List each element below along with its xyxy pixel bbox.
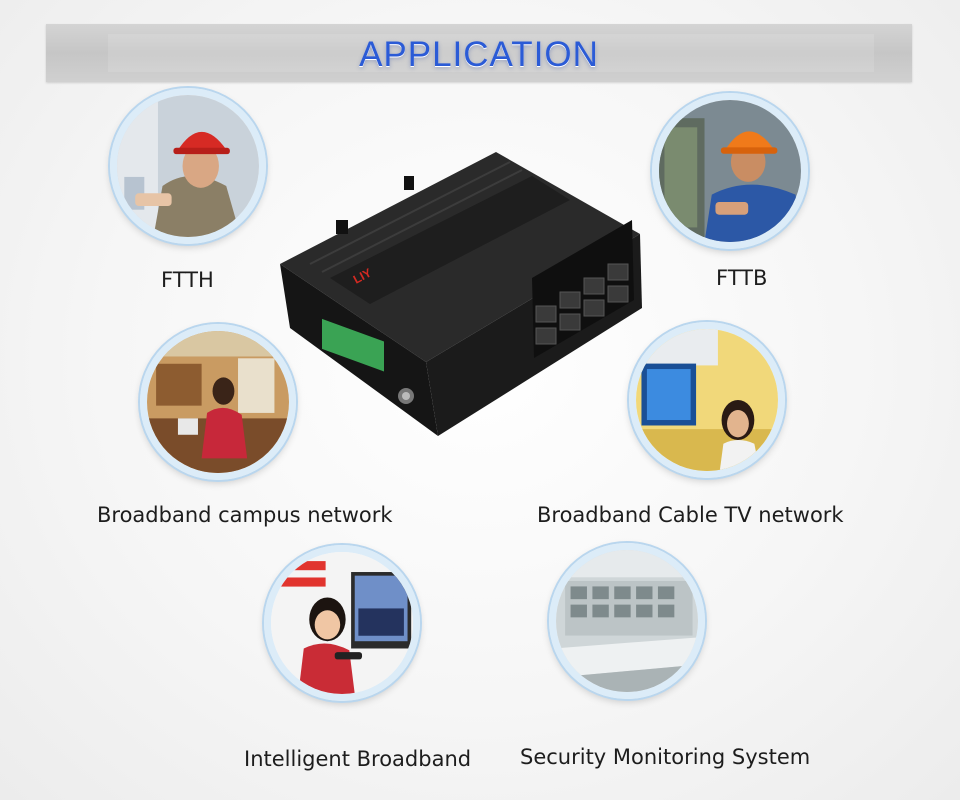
cable-tv-label: Broadband Cable TV network xyxy=(537,503,844,527)
fttb-photo xyxy=(652,93,808,249)
campus-network-photo xyxy=(140,324,296,480)
security-monitoring-photo xyxy=(549,543,705,699)
worker-hardhat-fiber-icon xyxy=(659,100,801,242)
banner-inner-panel xyxy=(108,34,874,72)
campus-network-label: Broadband campus network xyxy=(97,503,393,527)
worker-hardhat-telephone-icon xyxy=(117,95,259,237)
ftth-label: FTTH xyxy=(161,268,214,292)
control-room-monitors-icon xyxy=(556,550,698,692)
woman-remote-tv-icon xyxy=(271,552,413,694)
fttb-label: FTTB xyxy=(716,266,768,290)
page-title: APPLICATION xyxy=(359,35,599,74)
intelligent-broadband-photo xyxy=(264,545,420,701)
intelligent-broadband-label: Intelligent Broadband xyxy=(244,747,472,771)
industrial-ethernet-switch-icon: LIY xyxy=(280,152,642,436)
security-monitoring-label: Security Monitoring System xyxy=(520,745,811,769)
student-computer-room-icon xyxy=(147,331,289,473)
woman-smart-tv-icon xyxy=(636,329,778,471)
title-banner: APPLICATION xyxy=(46,24,912,82)
ftth-photo xyxy=(110,88,266,244)
industrial-switch-photo: LIY xyxy=(270,148,650,448)
cable-tv-photo xyxy=(629,322,785,478)
